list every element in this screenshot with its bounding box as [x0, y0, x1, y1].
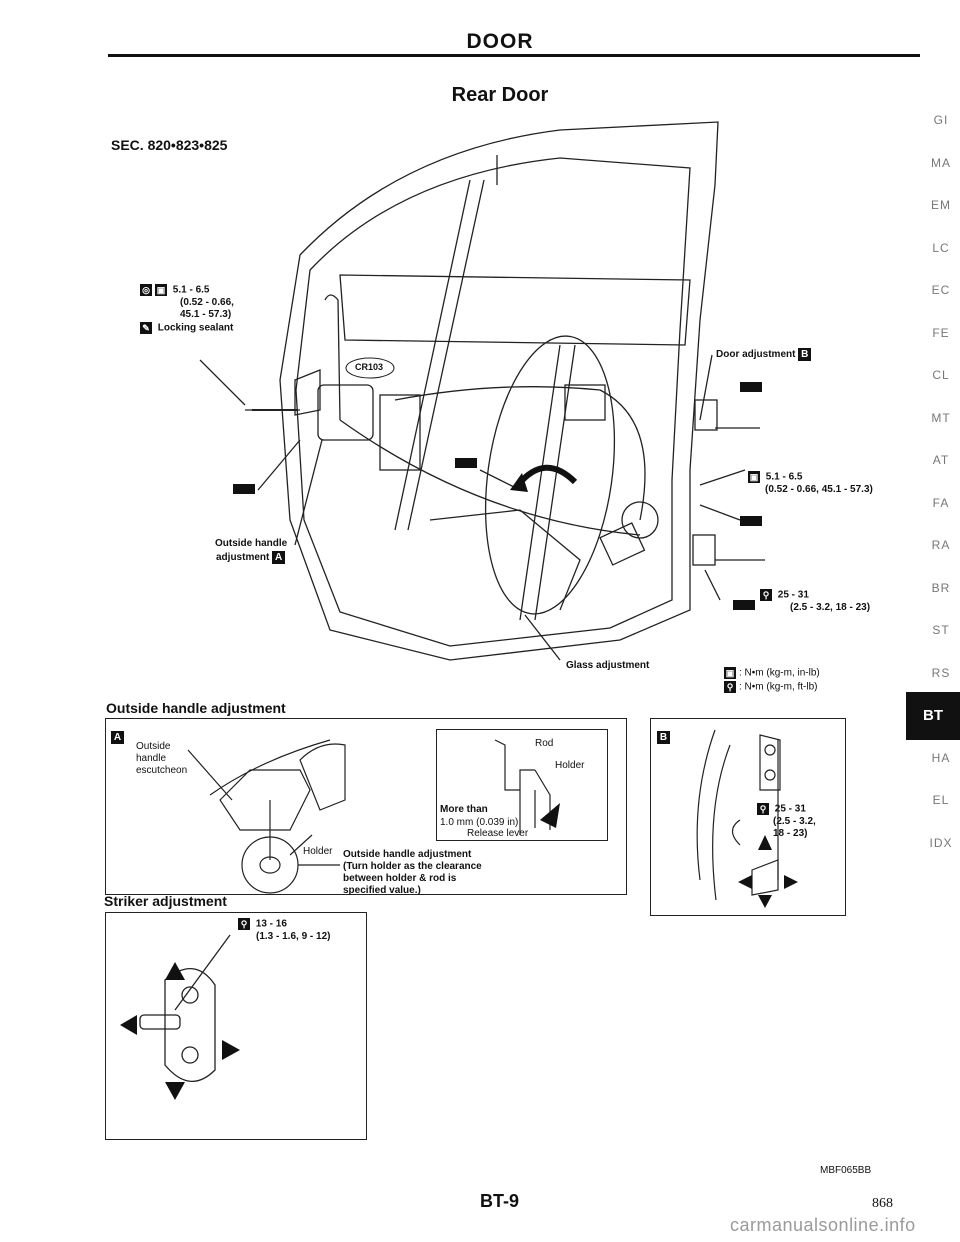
- torque-callout-top-left: ◎▣ 5.1 - 6.5: [140, 284, 209, 297]
- section-tab-fe[interactable]: FE: [932, 325, 950, 340]
- striker-torque-value: 13 - 16: [255, 918, 287, 930]
- escutcheon-label-1: Outside: [136, 741, 171, 752]
- handle-note-4: specified value.): [343, 885, 421, 896]
- panel-b-badge: B: [657, 731, 670, 744]
- inset-holder-label: Holder: [555, 760, 585, 771]
- torque-right-alt: (0.52 - 0.66, 45.1 - 57.3): [765, 484, 873, 495]
- release-lever-label: Release lever: [467, 828, 529, 839]
- ref-a-badge: A: [272, 551, 286, 564]
- rod-label: Rod: [535, 738, 554, 749]
- handle-note-3: between holder & rod is: [343, 873, 457, 884]
- torque-screw-icon: ▣: [155, 284, 167, 296]
- more-than-label: More than: [440, 804, 488, 815]
- torque-alt-2: 45.1 - 57.3): [180, 309, 232, 320]
- clearance-inset: Rod Holder More than 1.0 mm (0.039 in) R…: [436, 729, 608, 841]
- section-tab-bt[interactable]: BT: [906, 692, 960, 740]
- section-tab-rs[interactable]: RS: [931, 665, 951, 680]
- section-tab-cl[interactable]: CL: [932, 368, 950, 382]
- torque-callout-right: ▣ 5.1 - 6.5: [748, 471, 802, 484]
- section-subtitle: Rear Door: [451, 84, 549, 106]
- legend-item: ⚲: N•m (kg-m, ft-lb): [724, 681, 818, 694]
- hinge-torque-value: 25 - 31: [774, 803, 806, 815]
- section-tab-gi[interactable]: GI: [933, 113, 949, 127]
- striker-panel: ⚲ 13 - 16 (1.3 - 1.6, 9 - 12): [105, 912, 367, 1140]
- sealant-callout: ✎ Locking sealant: [140, 322, 233, 335]
- page-number: 868: [872, 1196, 893, 1211]
- escutcheon-label-2: handle: [136, 753, 167, 764]
- torque-screw-icon: ▣: [724, 667, 736, 679]
- striker-torque-alt: (1.3 - 1.6, 9 - 12): [256, 931, 331, 942]
- outside-handle-callout-line2: adjustment A: [216, 551, 286, 564]
- escutcheon-label-3: escutcheon: [136, 765, 188, 776]
- hinge-torque-alt-1: (2.5 - 3.2,: [773, 816, 816, 827]
- sealant-label: Locking sealant: [157, 322, 234, 334]
- figure-code: MBF065BB: [820, 1165, 872, 1176]
- outside-handle-callout-text: adjustment: [216, 552, 270, 563]
- torque-bolt-icon: ⚲: [724, 681, 736, 693]
- panel-a-badge: A: [111, 731, 124, 744]
- torque-bolt-icon: ⚲: [238, 918, 250, 930]
- hinge-panel: B ⚲ 25 - 31 (2.5 - 3.2, 18 - 23): [650, 718, 846, 916]
- glass-adjustment-label: Glass adjustment: [566, 660, 650, 671]
- torque-value: 25 - 31: [777, 589, 809, 601]
- outside-handle-panel: A Outside handle escutcheon Holder Rod H…: [105, 718, 627, 896]
- legend-text: : N•m (kg-m, ft-lb): [739, 681, 818, 693]
- striker-torque: ⚲ 13 - 16: [238, 918, 287, 931]
- torque-bolt-icon: ⚲: [760, 589, 772, 601]
- page-title: DOOR: [466, 30, 534, 53]
- door-adjustment-callout: Door adjustment B: [716, 348, 812, 361]
- section-tab-lc[interactable]: LC: [932, 240, 950, 255]
- section-tab-ec[interactable]: EC: [931, 283, 951, 297]
- section-tab-br[interactable]: BR: [931, 580, 951, 595]
- section-code: SEC. 820•823•825: [111, 137, 228, 153]
- torque-alt-1: (0.52 - 0.66,: [180, 297, 234, 308]
- section-tab-at[interactable]: AT: [932, 453, 950, 467]
- section-tab-st[interactable]: ST: [932, 623, 950, 637]
- part-code-label: CR103: [355, 362, 384, 372]
- clearance-label: 1.0 mm (0.039 in): [440, 817, 519, 828]
- torque-screw-icon: ▣: [748, 471, 760, 483]
- door-adjustment-label: Door adjustment: [716, 349, 796, 360]
- header-rule: [108, 54, 920, 57]
- section-tab-mt[interactable]: MT: [931, 410, 951, 425]
- handle-note-1: Outside handle adjustment: [343, 849, 472, 860]
- legend-text: : N•m (kg-m, in-lb): [739, 667, 820, 679]
- sealant-icon: ✎: [140, 322, 152, 334]
- page-reference: BT-9: [480, 1191, 520, 1211]
- section-tab-idx[interactable]: IDX: [929, 835, 953, 850]
- striker-section-title: Striker adjustment: [104, 893, 227, 909]
- handle-note-2: (Turn holder as the clearance: [343, 861, 482, 872]
- torque-callout-hinge: ⚲ 25 - 31: [760, 589, 809, 602]
- torque-value: 5.1 - 6.5: [765, 471, 803, 483]
- holder-label: Holder: [303, 846, 333, 857]
- outside-handle-callout-line1: Outside handle: [215, 538, 288, 549]
- section-tab-fa[interactable]: FA: [932, 495, 950, 510]
- hinge-torque-alt-2: 18 - 23): [773, 828, 808, 839]
- hinge-torque: ⚲ 25 - 31: [757, 803, 806, 816]
- section-tab-ha[interactable]: HA: [931, 750, 951, 765]
- section-tab-el[interactable]: EL: [932, 793, 950, 807]
- torque-bolt-icon: ⚲: [757, 803, 769, 815]
- outside-handle-section-title: Outside handle adjustment: [106, 700, 286, 716]
- section-tab-ma[interactable]: MA: [931, 155, 951, 170]
- legend-item: ▣: N•m (kg-m, in-lb): [724, 667, 820, 680]
- torque-value: 5.1 - 6.5: [172, 284, 210, 296]
- ref-b-badge: B: [798, 348, 812, 361]
- section-tab-ra[interactable]: RA: [931, 538, 951, 552]
- watermark: carmanualsonline.info: [730, 1215, 916, 1235]
- section-tab-em[interactable]: EM: [931, 198, 951, 212]
- torque-hinge-alt: (2.5 - 3.2, 18 - 23): [790, 602, 871, 613]
- screw-icon: ◎: [140, 284, 152, 296]
